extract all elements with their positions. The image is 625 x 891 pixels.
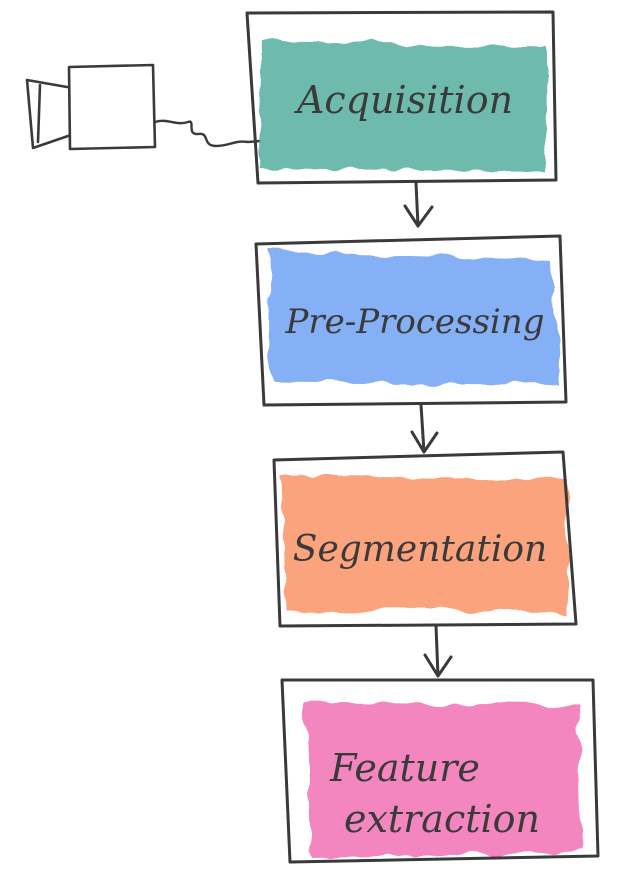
stage-preprocessing-fill	[268, 252, 560, 385]
stage-segmentation: Segmentation	[272, 450, 578, 628]
stage-acquisition-label-line-1: Acquisition	[294, 78, 513, 122]
stage-preprocessing-label-line-1: Pre-Processing	[285, 302, 545, 342]
arrow-1	[403, 181, 434, 228]
stage-feature-extraction: Feature extraction	[280, 678, 600, 864]
stage-feature-extraction-fill	[305, 702, 582, 858]
stage-segmentation-fill	[282, 475, 568, 612]
stage-acquisition: Acquisition	[245, 10, 558, 185]
stage-preprocessing-box	[254, 234, 568, 407]
stage-acquisition-box	[245, 10, 558, 185]
video-camera-icon	[25, 63, 157, 151]
stage-feature-extraction-box	[280, 678, 600, 864]
stage-feature-extraction-label-line-1: Feature	[329, 746, 480, 790]
stage-segmentation-box	[272, 450, 578, 628]
arrow-3	[423, 624, 453, 678]
stage-feature-extraction-label-line-2: extraction	[344, 797, 540, 841]
stage-preprocessing: Pre-Processing	[254, 234, 568, 407]
stage-segmentation-label-line-1: Segmentation	[293, 529, 547, 570]
stage-acquisition-fill	[258, 40, 548, 172]
cable-icon	[153, 119, 262, 148]
arrow-2	[410, 403, 439, 454]
